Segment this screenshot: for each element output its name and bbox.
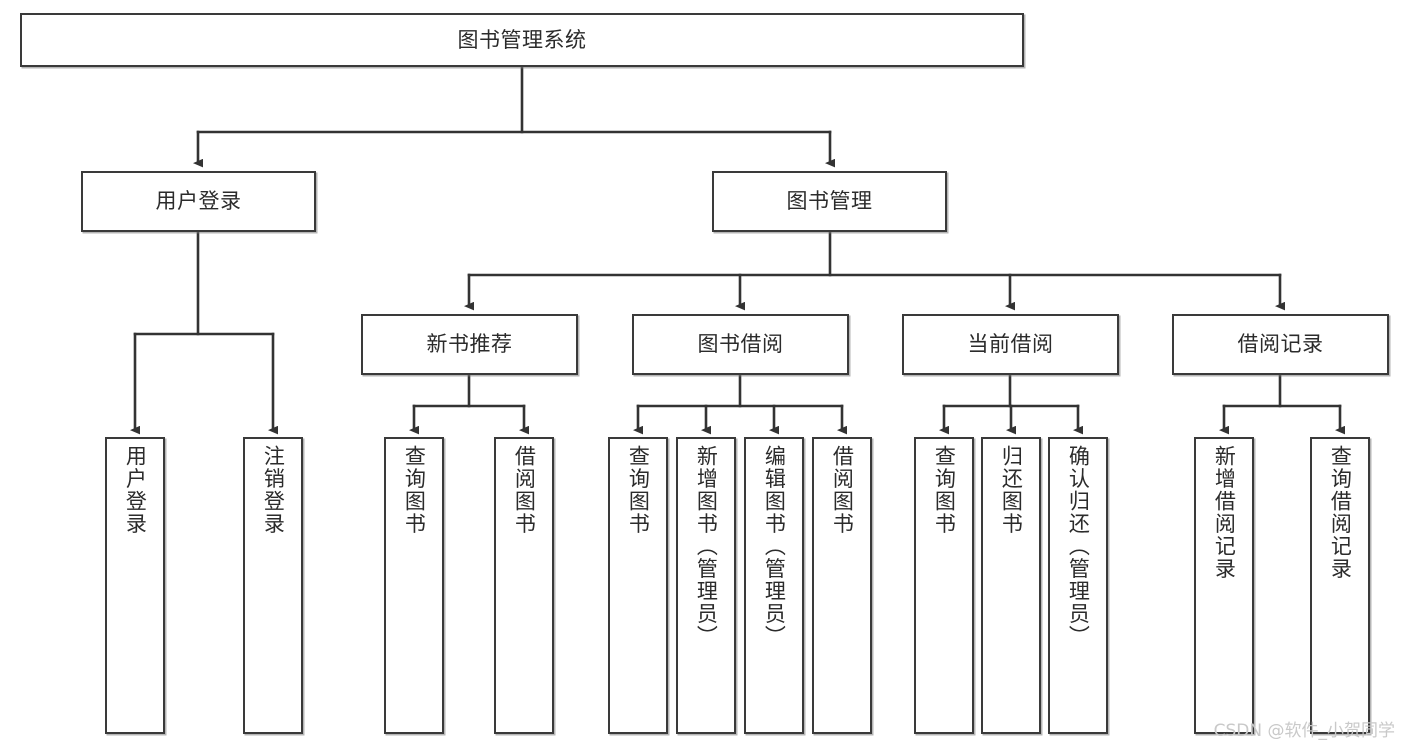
leaf-query-record[interactable]: 查询借阅记录 xyxy=(1310,437,1370,734)
leaf-borrow-book-1[interactable]: 借阅图书 xyxy=(494,437,554,734)
leaf-user-login[interactable]: 用户登录 xyxy=(105,437,165,734)
node-root-label: 图书管理系统 xyxy=(457,27,587,52)
node-book-borrow-label: 图书借阅 xyxy=(697,332,784,357)
node-new-book-rec-label: 新书推荐 xyxy=(426,332,513,357)
leaf-borrow-book-2[interactable]: 借阅图书 xyxy=(812,437,872,734)
leaf-edit-book-label: 编辑图书（管理员） xyxy=(762,445,787,648)
leaf-query-record-label: 查询借阅记录 xyxy=(1328,445,1353,580)
leaf-add-record[interactable]: 新增借阅记录 xyxy=(1194,437,1254,734)
node-root[interactable]: 图书管理系统 xyxy=(20,13,1024,67)
leaf-logout-login-label: 注销登录 xyxy=(261,445,286,535)
leaf-add-book-label: 新增图书（管理员） xyxy=(694,445,719,648)
leaf-logout-login[interactable]: 注销登录 xyxy=(243,437,303,734)
leaf-confirm-return-label: 确认归还（管理员） xyxy=(1066,445,1091,648)
csdn-watermark: CSDN @软件_小贺同学 xyxy=(1213,721,1395,741)
leaf-query-book-1-label: 查询图书 xyxy=(402,445,427,535)
leaf-user-login-label: 用户登录 xyxy=(123,445,148,535)
leaf-edit-book[interactable]: 编辑图书（管理员） xyxy=(744,437,804,734)
node-borrow-record[interactable]: 借阅记录 xyxy=(1172,314,1389,375)
leaf-query-book-1[interactable]: 查询图书 xyxy=(384,437,444,734)
leaf-confirm-return[interactable]: 确认归还（管理员） xyxy=(1048,437,1108,734)
leaf-query-book-3-label: 查询图书 xyxy=(932,445,957,535)
node-borrow-record-label: 借阅记录 xyxy=(1237,332,1324,357)
leaf-borrow-book-1-label: 借阅图书 xyxy=(512,445,537,535)
leaf-add-book[interactable]: 新增图书（管理员） xyxy=(676,437,736,734)
node-user-login[interactable]: 用户登录 xyxy=(81,171,316,232)
node-book-manage[interactable]: 图书管理 xyxy=(712,171,947,232)
leaf-return-book-label: 归还图书 xyxy=(999,445,1024,535)
leaf-borrow-book-2-label: 借阅图书 xyxy=(830,445,855,535)
leaf-query-book-2[interactable]: 查询图书 xyxy=(608,437,668,734)
node-book-manage-label: 图书管理 xyxy=(786,189,873,214)
leaf-return-book[interactable]: 归还图书 xyxy=(981,437,1041,734)
leaf-add-record-label: 新增借阅记录 xyxy=(1212,445,1237,580)
node-new-book-rec[interactable]: 新书推荐 xyxy=(361,314,578,375)
leaf-query-book-3[interactable]: 查询图书 xyxy=(914,437,974,734)
node-current-borrow-label: 当前借阅 xyxy=(967,332,1054,357)
node-current-borrow[interactable]: 当前借阅 xyxy=(902,314,1119,375)
node-user-login-label: 用户登录 xyxy=(155,189,242,214)
leaf-query-book-2-label: 查询图书 xyxy=(626,445,651,535)
node-book-borrow[interactable]: 图书借阅 xyxy=(632,314,849,375)
